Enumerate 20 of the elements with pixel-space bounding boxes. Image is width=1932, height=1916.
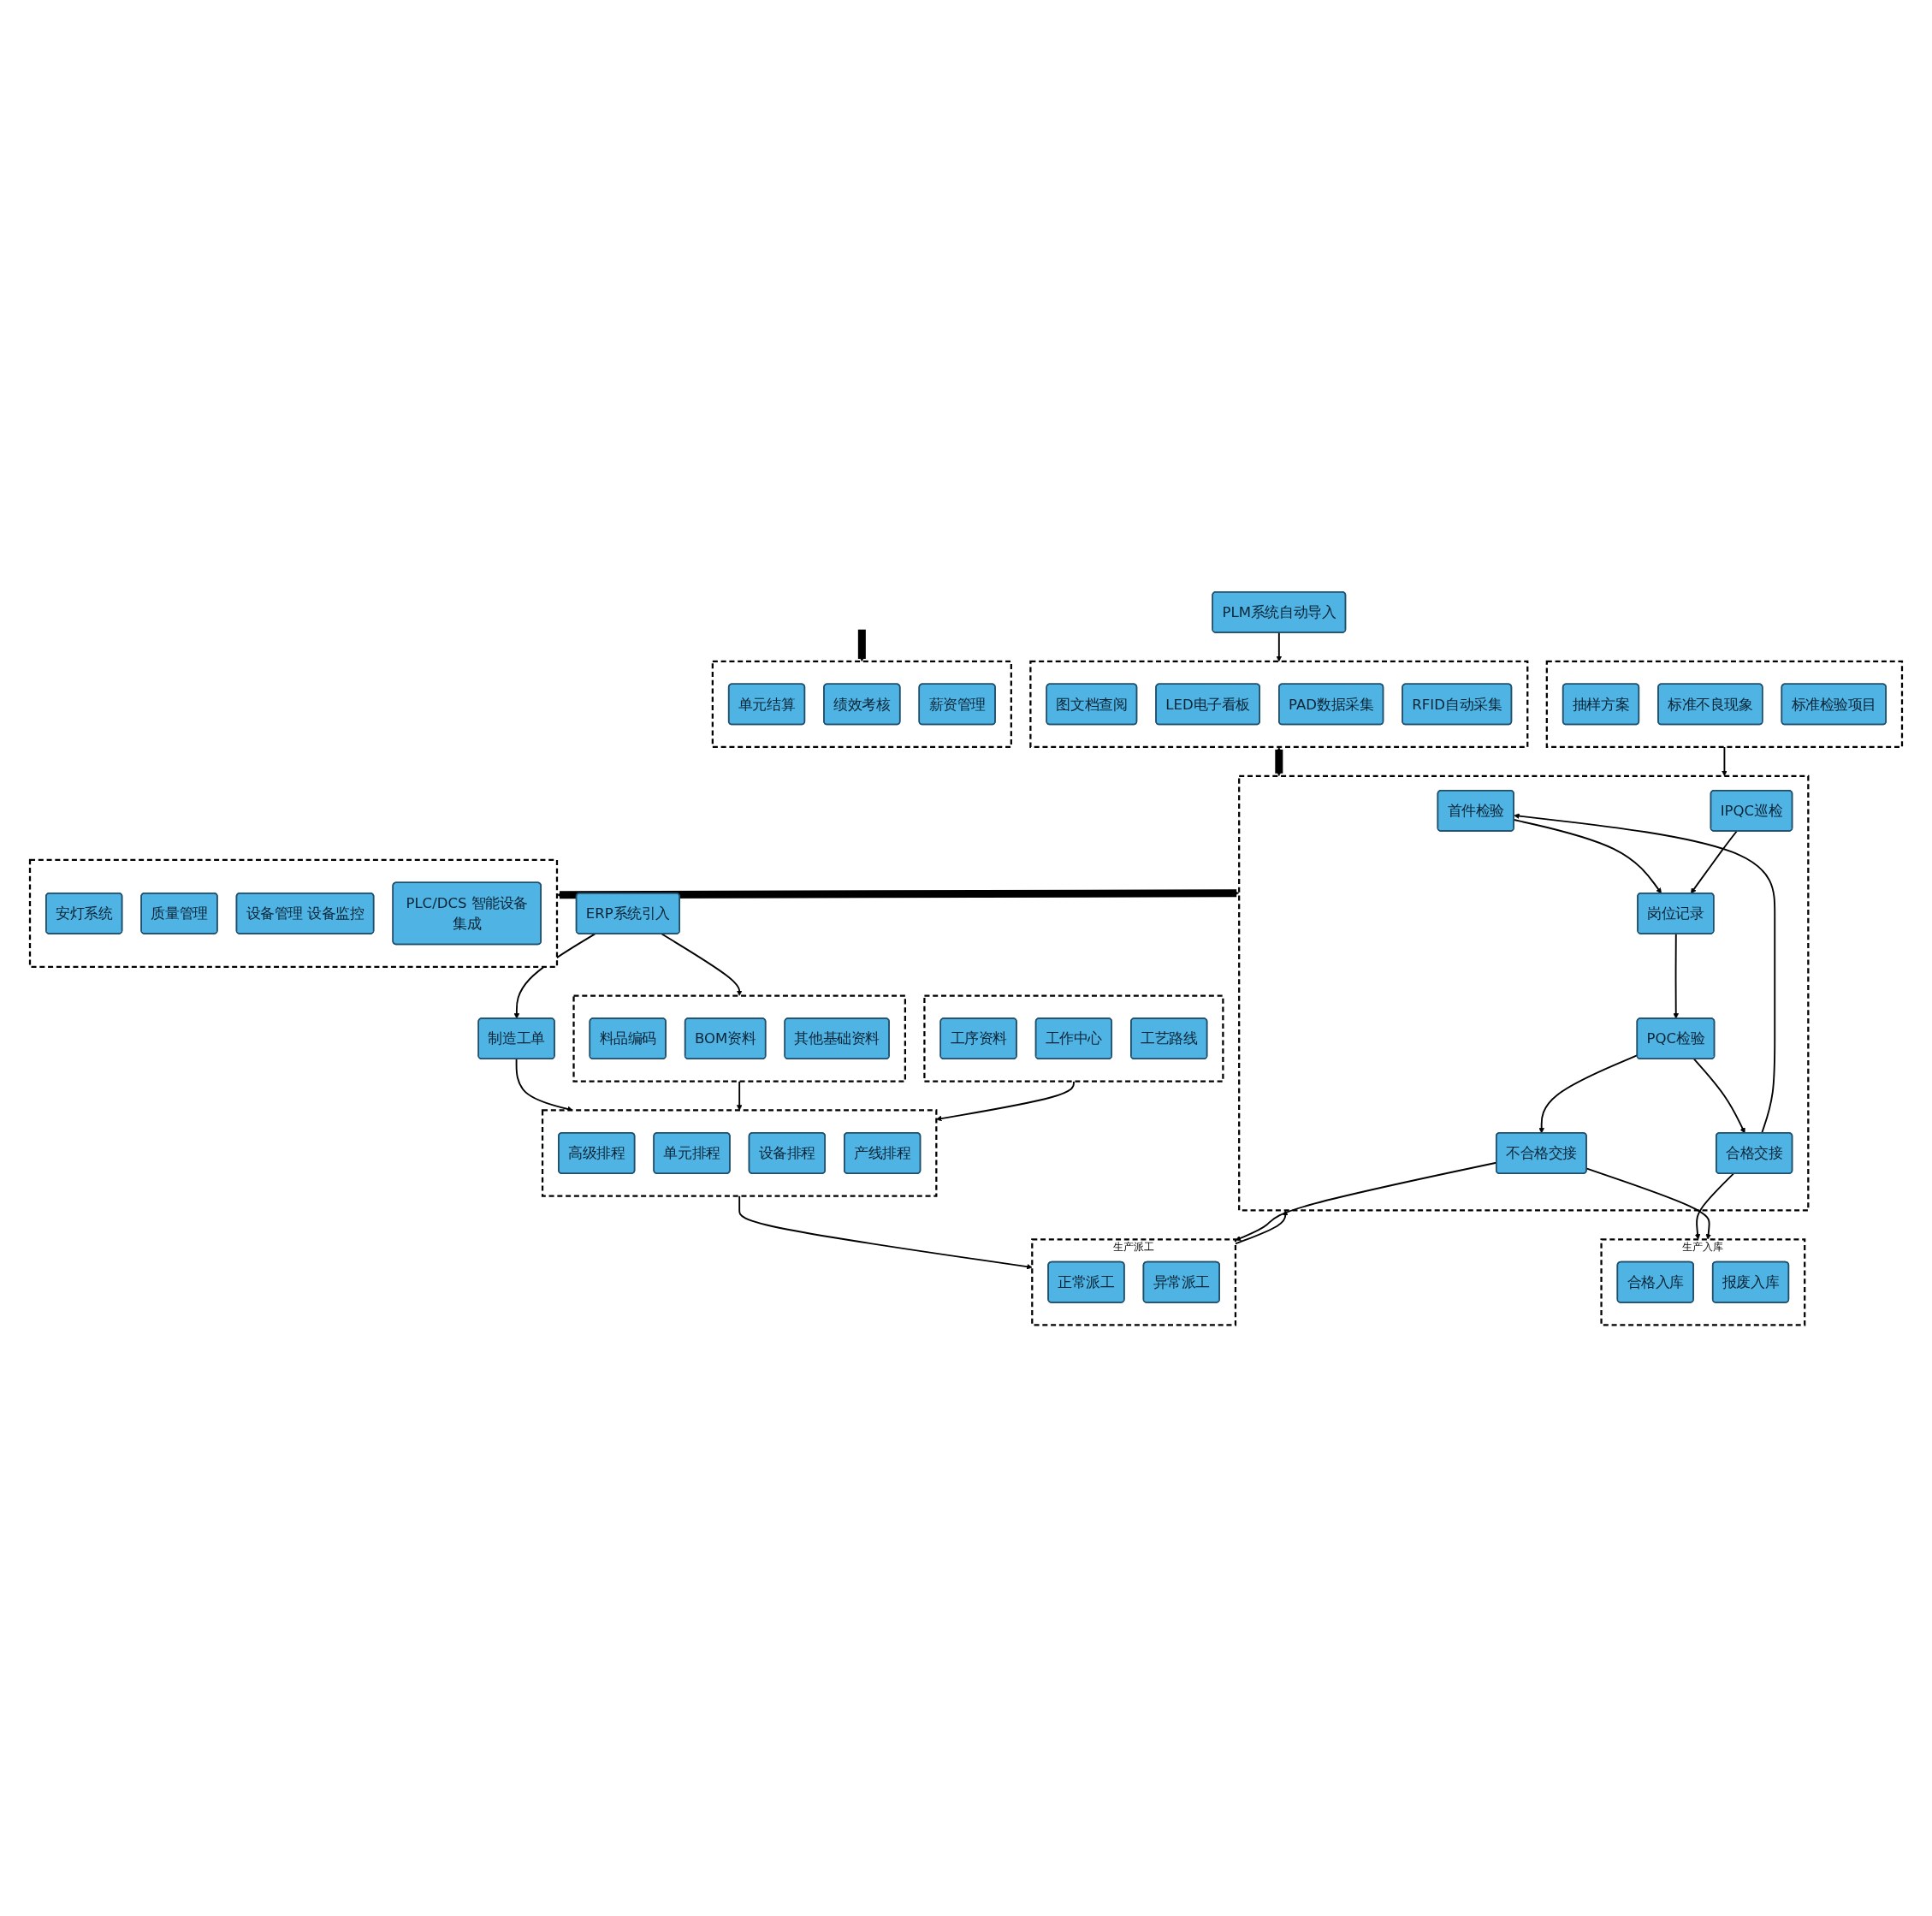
arrow	[1235, 1209, 1289, 1244]
arrow	[857, 628, 866, 661]
arrow	[513, 933, 596, 1019]
arrow	[1693, 1058, 1745, 1133]
arrow	[556, 888, 1240, 899]
arrow	[1514, 812, 1776, 1134]
cluster	[711, 660, 1012, 748]
cluster	[572, 994, 906, 1083]
cluster	[1029, 660, 1529, 748]
arrow	[1673, 933, 1680, 1019]
arrow	[1538, 1053, 1639, 1133]
arrow	[1276, 631, 1283, 661]
arrow	[1690, 830, 1738, 893]
cluster	[1545, 660, 1904, 748]
cluster	[541, 1108, 938, 1197]
cluster	[1238, 774, 1810, 1212]
cluster	[923, 994, 1224, 1083]
arrow	[660, 932, 743, 996]
arrow	[1275, 746, 1283, 776]
cluster	[28, 858, 559, 968]
